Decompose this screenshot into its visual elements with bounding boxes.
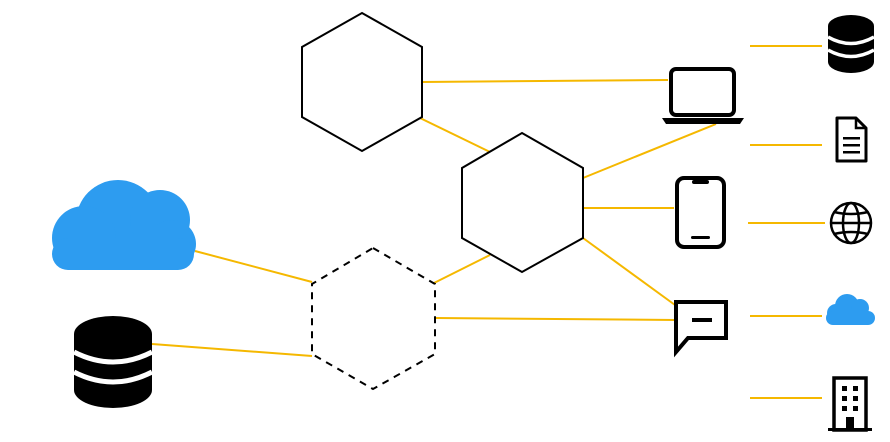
database-icon <box>72 316 154 408</box>
smartphone-icon <box>675 176 726 249</box>
globe-icon <box>829 201 873 245</box>
hex-node-bottom-dashed <box>311 246 436 391</box>
building-icon <box>828 376 872 432</box>
document-icon <box>835 116 868 163</box>
database-icon <box>827 15 875 73</box>
hex-node-top <box>301 11 423 153</box>
edge-hex-top-laptop <box>421 79 669 83</box>
edge-hex-bottom-chat <box>435 317 677 321</box>
edge-hex-middle-chat <box>582 237 676 306</box>
hexagon-nodes <box>301 11 584 391</box>
edge-hex-bottom-left-database <box>151 343 313 357</box>
cloud-icon <box>826 294 875 325</box>
laptop-icon <box>662 67 744 124</box>
cloud-icon <box>52 180 196 270</box>
hex-node-middle <box>461 131 584 274</box>
edge-hex-bottom-left-cloud <box>194 250 313 283</box>
edge-hex-middle-laptop <box>582 123 717 179</box>
edge-hex-top-hex-middle <box>419 117 491 153</box>
chat-bubble-icon <box>674 300 728 358</box>
edge-hex-middle-hex-bottom <box>433 254 491 284</box>
connector-lines <box>151 45 825 399</box>
